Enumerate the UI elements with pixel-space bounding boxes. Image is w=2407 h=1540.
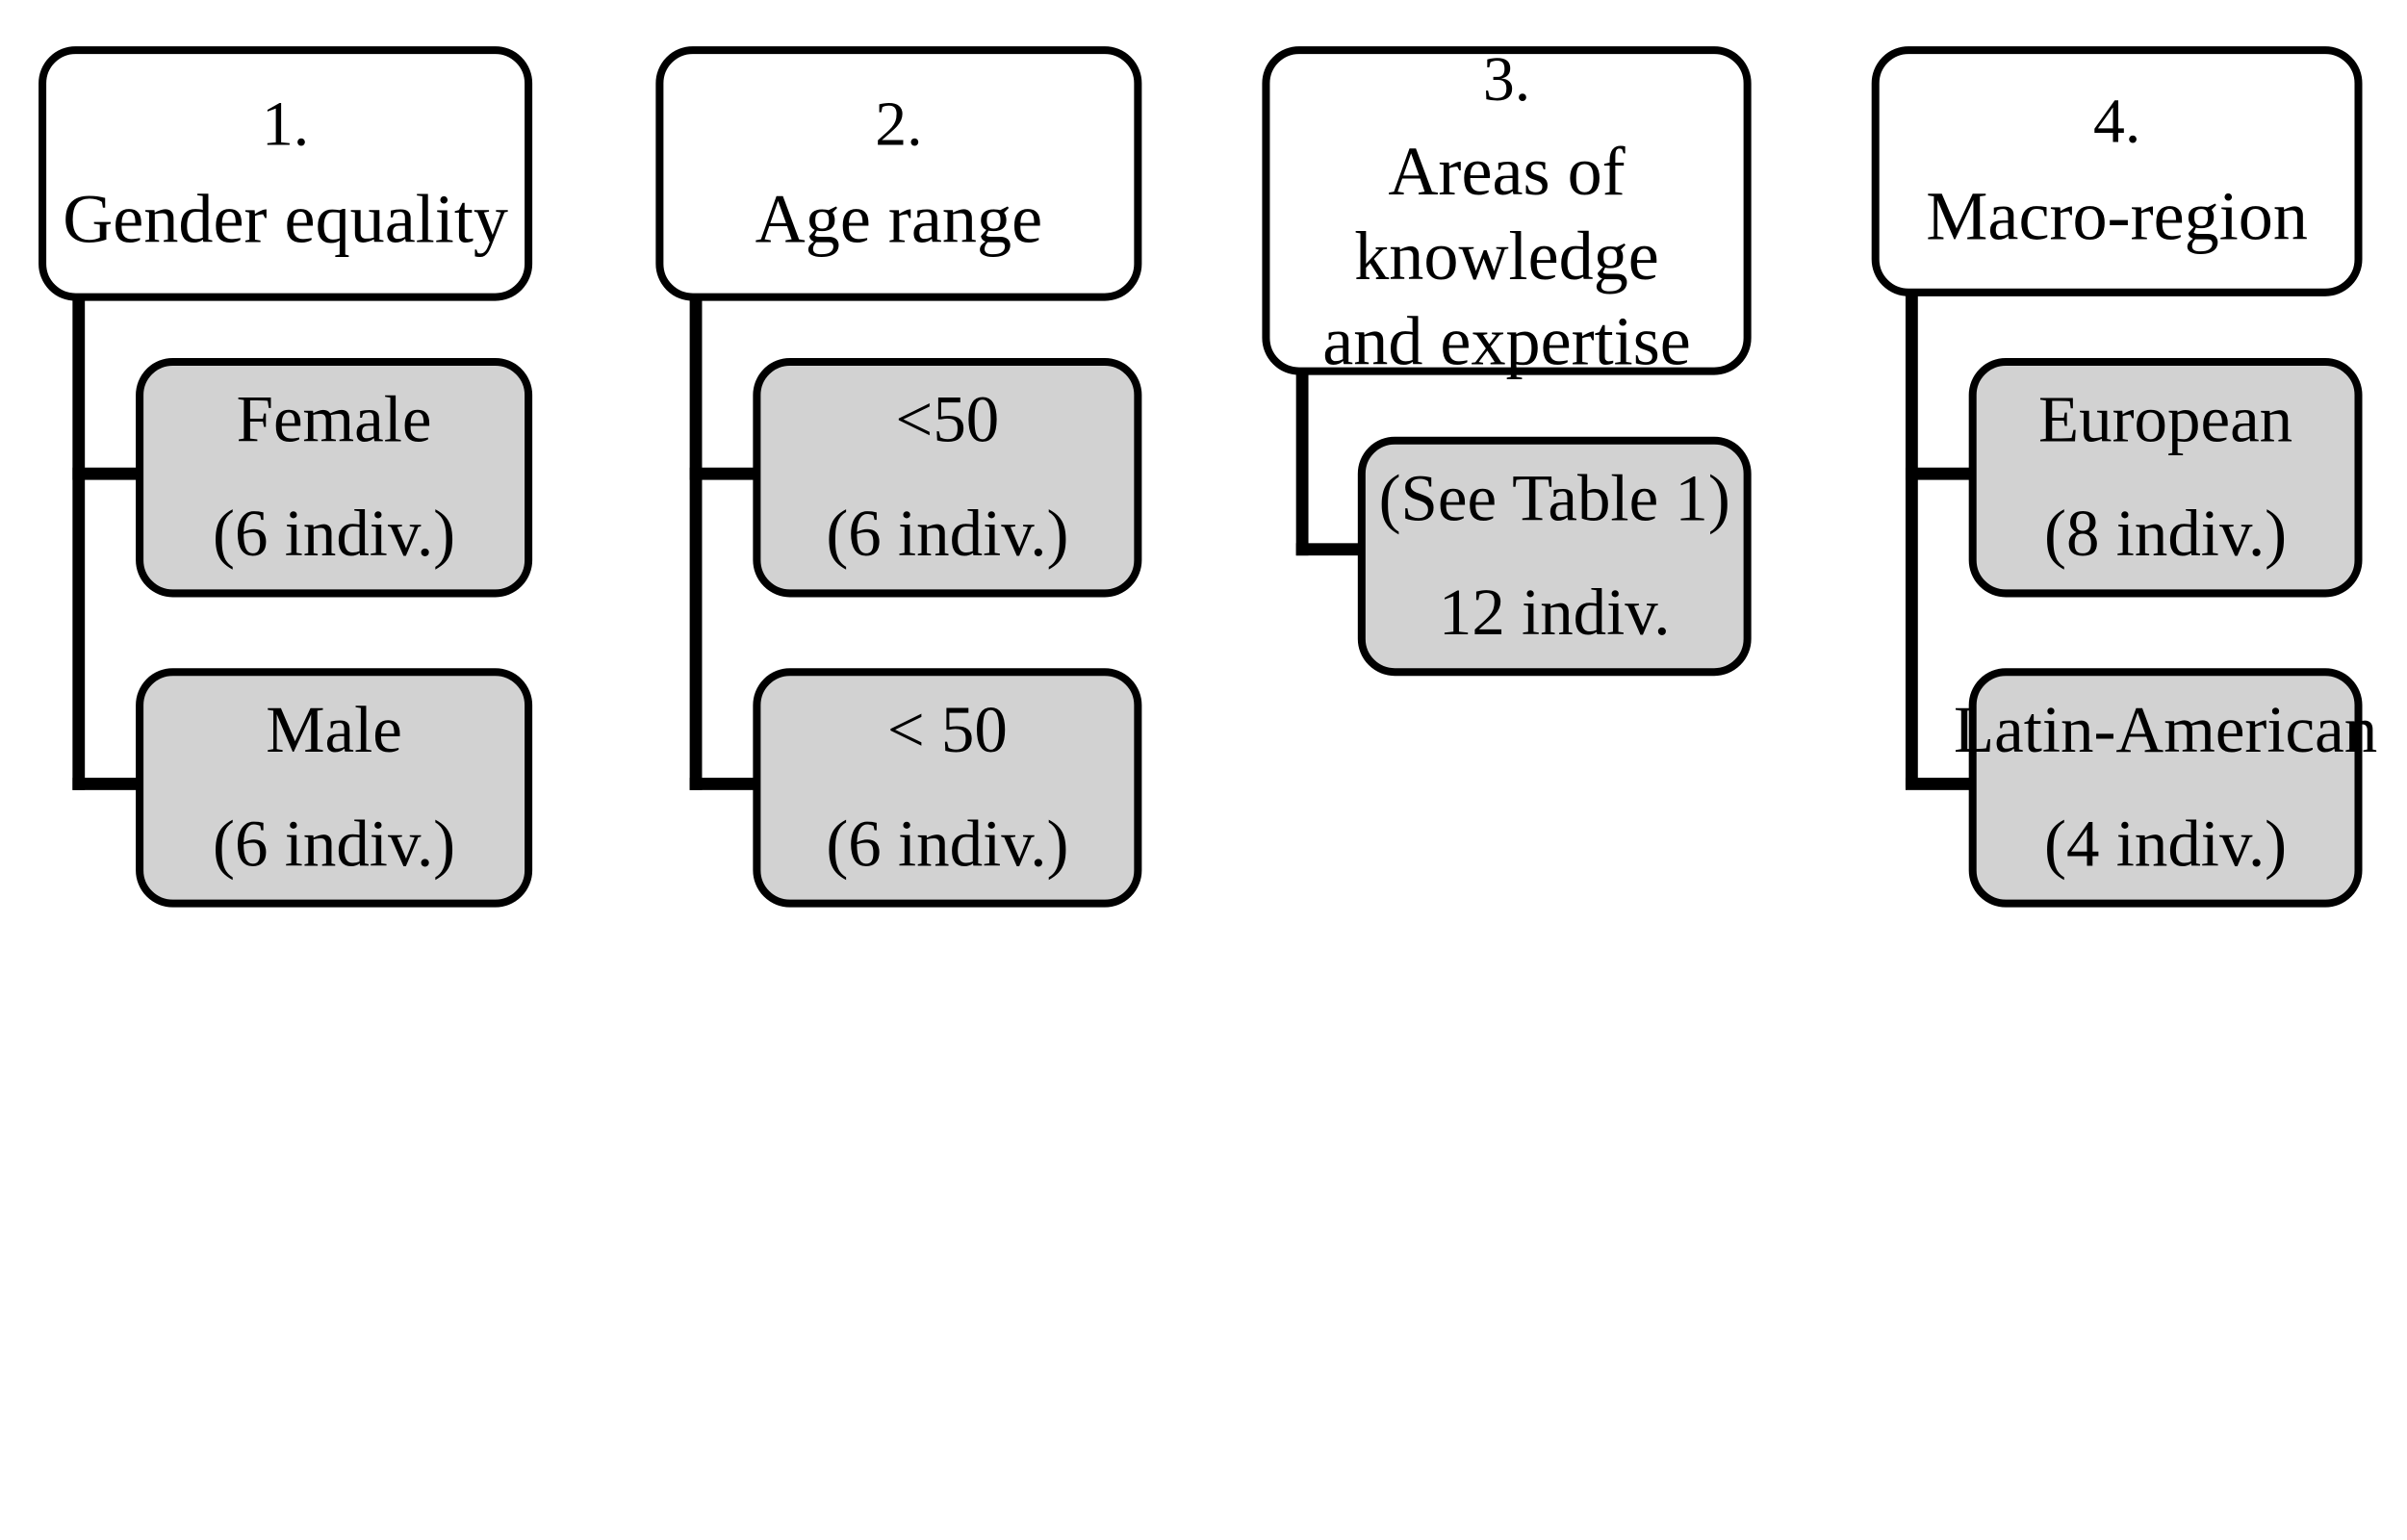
node-see-table-1[interactable]: (See Table 1) 12 indiv. xyxy=(1357,436,1752,677)
node-latin-american[interactable]: Latin-American (4 indiv.) xyxy=(1954,668,2377,908)
node-gender-equality[interactable]: 1. Gender equality xyxy=(38,46,533,301)
node-number: 1. xyxy=(261,87,310,159)
node-count: (8 indiv.) xyxy=(2044,498,2288,571)
node-label: <50 xyxy=(895,383,1000,456)
node-over-50[interactable]: < 50 (6 indiv.) xyxy=(753,668,1142,908)
node-label: < 50 xyxy=(886,693,1008,767)
node-number: 2. xyxy=(875,87,923,159)
node-label: Latin-American xyxy=(1953,693,2378,767)
node-number: 3. xyxy=(1482,42,1531,114)
connector-stub-1-2 xyxy=(72,778,147,790)
connector-stub-4-2 xyxy=(1905,778,1980,790)
node-number: 4. xyxy=(2092,85,2141,157)
node-label: Gender equality xyxy=(63,180,508,258)
node-age-range[interactable]: 2. Age range xyxy=(655,46,1142,301)
node-label: Female xyxy=(236,383,432,456)
node-label: European xyxy=(2038,383,2293,456)
connector-stub-1-1 xyxy=(72,467,147,480)
node-european[interactable]: European (8 indiv.) xyxy=(1968,357,2363,598)
connector-trunk-3 xyxy=(1295,367,1309,556)
node-label: (See Table 1) xyxy=(1378,462,1730,535)
node-label: Male xyxy=(266,693,402,767)
connector-trunk-4 xyxy=(1905,290,1918,787)
node-label: Areas of knowledge and expertise xyxy=(1322,132,1691,379)
node-areas-of-knowledge[interactable]: 3. Areas of knowledge and expertise xyxy=(1262,42,1752,379)
node-under-50[interactable]: <50 (6 indiv.) xyxy=(753,357,1142,598)
connector-stub-2-1 xyxy=(689,467,764,480)
node-count: (6 indiv.) xyxy=(213,808,456,881)
node-label: Age range xyxy=(755,180,1043,258)
node-count: (6 indiv.) xyxy=(826,498,1069,571)
connector-stub-4-1 xyxy=(1905,467,1980,480)
node-label: Macro-region xyxy=(1926,177,2308,256)
node-count: (4 indiv.) xyxy=(2044,808,2288,881)
node-male[interactable]: Male (6 indiv.) xyxy=(136,668,533,908)
node-count: (6 indiv.) xyxy=(826,808,1069,881)
node-count: (6 indiv.) xyxy=(213,498,456,571)
node-female[interactable]: Female (6 indiv.) xyxy=(136,357,533,598)
node-count: 12 indiv. xyxy=(1438,576,1671,650)
connector-stub-3-1 xyxy=(1295,543,1370,556)
diagram-canvas: 1. Gender equality Female (6 indiv.) Mal… xyxy=(38,42,2377,908)
node-macro-region[interactable]: 4. Macro-region xyxy=(1871,46,2363,296)
connector-stub-2-2 xyxy=(689,778,764,790)
connector-trunk-2 xyxy=(689,293,703,790)
connector-trunk-1 xyxy=(72,293,86,790)
